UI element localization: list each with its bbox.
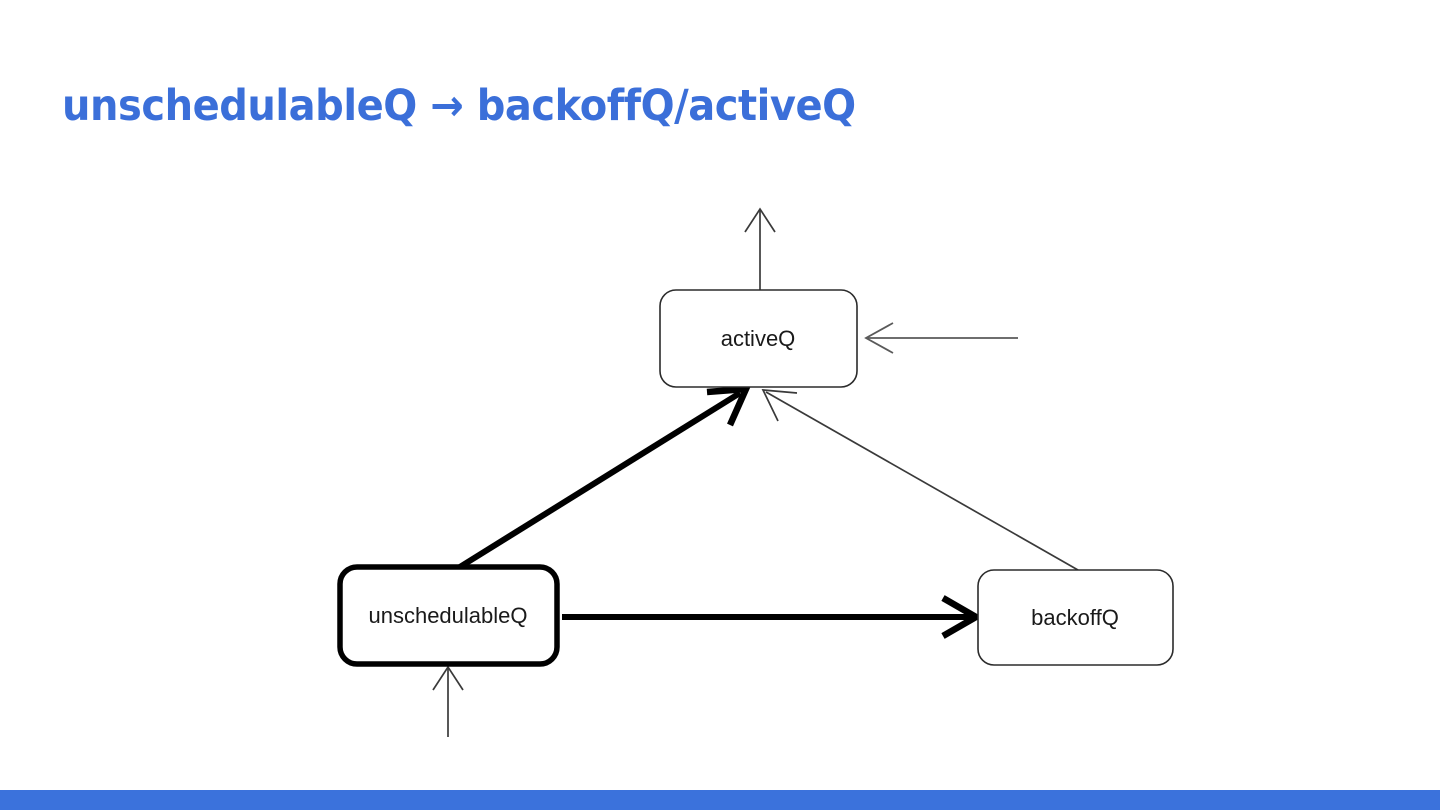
accent-bar — [0, 790, 1440, 810]
edge-unschedulableQ-to-activeQ — [453, 385, 752, 573]
edge-activeQ-out-top — [744, 207, 776, 290]
edge-backoffQ-to-activeQ — [761, 389, 1079, 571]
node-activeQ-label: activeQ — [721, 326, 796, 351]
node-backoffQ[interactable]: backoffQ — [977, 569, 1174, 666]
queue-flow-diagram: activeQ unschedulableQ backoffQ — [337, 207, 1174, 737]
node-unschedulableQ-label: unschedulableQ — [368, 603, 527, 628]
edge-unschedulableQ-to-backoffQ — [562, 595, 983, 639]
edge-external-to-unschedulableQ — [432, 665, 464, 737]
edge-external-to-activeQ — [864, 322, 1018, 354]
node-backoffQ-label: backoffQ — [1031, 605, 1119, 630]
node-unschedulableQ[interactable]: unschedulableQ — [337, 564, 560, 667]
page-title: unschedulableQ → backoffQ/activeQ — [62, 81, 856, 131]
node-activeQ[interactable]: activeQ — [659, 289, 858, 388]
